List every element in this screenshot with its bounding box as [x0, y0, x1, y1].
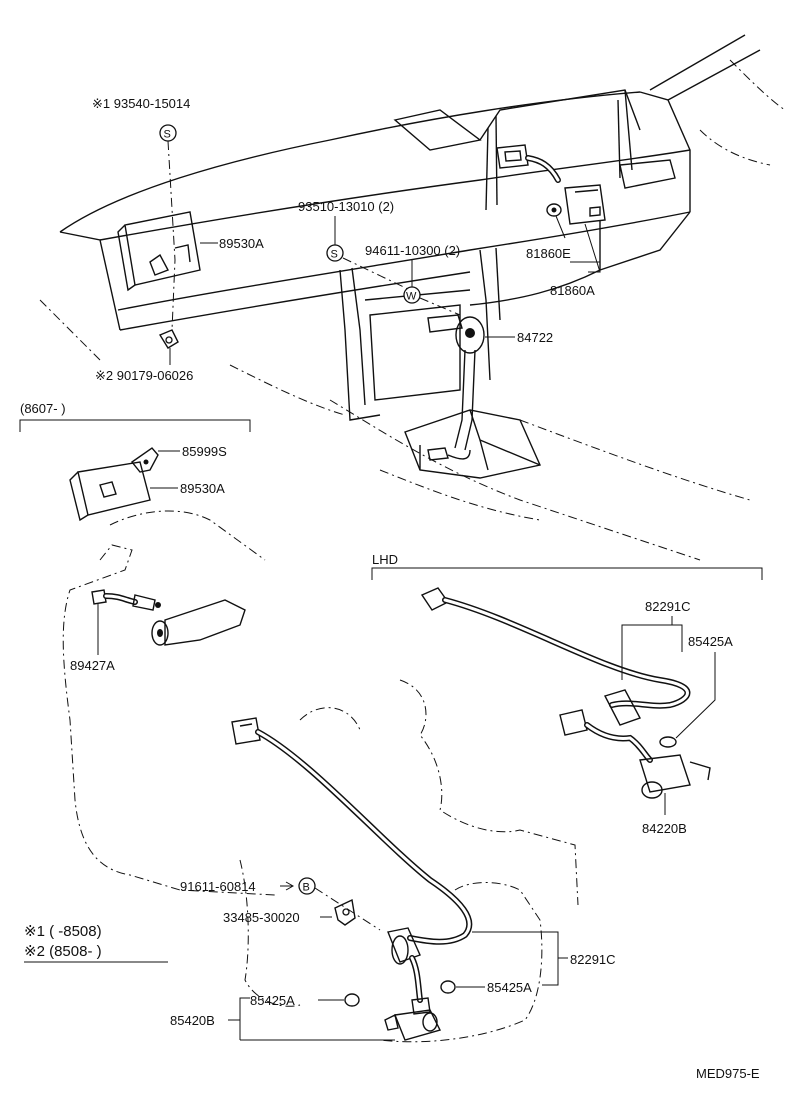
- bracket-8607: [19, 419, 251, 432]
- legend-note2: ※2 (8508- ): [24, 943, 102, 960]
- engine-outline-top: [109, 510, 266, 561]
- sensor-89427a: [91, 589, 246, 646]
- label-89530a-upper: 89530A: [219, 236, 264, 251]
- label-85420b: 85420B: [170, 1013, 215, 1028]
- relay-89530a-upper: [117, 211, 201, 292]
- label-89530a-lower: 89530A: [180, 481, 225, 496]
- label-note2-part: ※2 90179-06026: [95, 368, 193, 383]
- bolt-b-symbol: B: [298, 877, 316, 895]
- bracket-lhd: [371, 567, 763, 580]
- harness-82291c-lhd: [420, 587, 711, 799]
- label-91611: 91611-60814: [180, 879, 256, 894]
- harness-82291c-rhd: [231, 717, 473, 1041]
- svg-text:B: B: [303, 882, 310, 894]
- label-range-8607: (8607- ): [20, 401, 66, 416]
- svg-text:S: S: [164, 129, 171, 141]
- clamp-33485: [334, 898, 356, 926]
- screw-s-symbol-top: S: [159, 124, 177, 142]
- label-89427a: 89427A: [70, 658, 115, 673]
- label-81860a: 81860A: [550, 283, 595, 298]
- label-85999s: 85999S: [182, 444, 227, 459]
- bracket-85999s: [130, 447, 159, 473]
- label-85425a-rhd-right: 85425A: [487, 980, 532, 995]
- svg-text:S: S: [331, 249, 338, 261]
- label-93510: 93510-13010 (2): [298, 199, 394, 214]
- drawing-id: MED975-E: [696, 1066, 760, 1081]
- clip-note2: [158, 329, 179, 349]
- label-94611: 94611-10300 (2): [365, 243, 460, 258]
- label-85425a-lhd: 85425A: [688, 634, 733, 649]
- label-33485: 33485-30020: [223, 910, 300, 925]
- screw-s-symbol-93510: S: [326, 244, 344, 262]
- connector-81860: [496, 144, 606, 225]
- label-82291c-rhd: 82291C: [570, 952, 616, 967]
- svg-text:W: W: [406, 291, 417, 303]
- label-84722: 84722: [517, 330, 553, 345]
- relay-89530a-lower: [69, 461, 151, 522]
- o-ring-right: [440, 980, 456, 994]
- washer-w-symbol: W: [403, 286, 421, 304]
- dash-note1: [167, 140, 176, 331]
- label-lhd: LHD: [372, 552, 398, 567]
- legend-note1: ※1 ( -8508): [24, 923, 102, 940]
- label-85425a-rhd-left: 85425A: [250, 993, 295, 1008]
- label-82291c-lhd: 82291C: [645, 599, 691, 614]
- label-84220b: 84220B: [642, 821, 687, 836]
- label-note1-part: ※1 93540-15014: [92, 96, 190, 111]
- switch-84722: [427, 314, 485, 461]
- o-ring-left: [344, 993, 360, 1007]
- label-81860e: 81860E: [526, 246, 571, 261]
